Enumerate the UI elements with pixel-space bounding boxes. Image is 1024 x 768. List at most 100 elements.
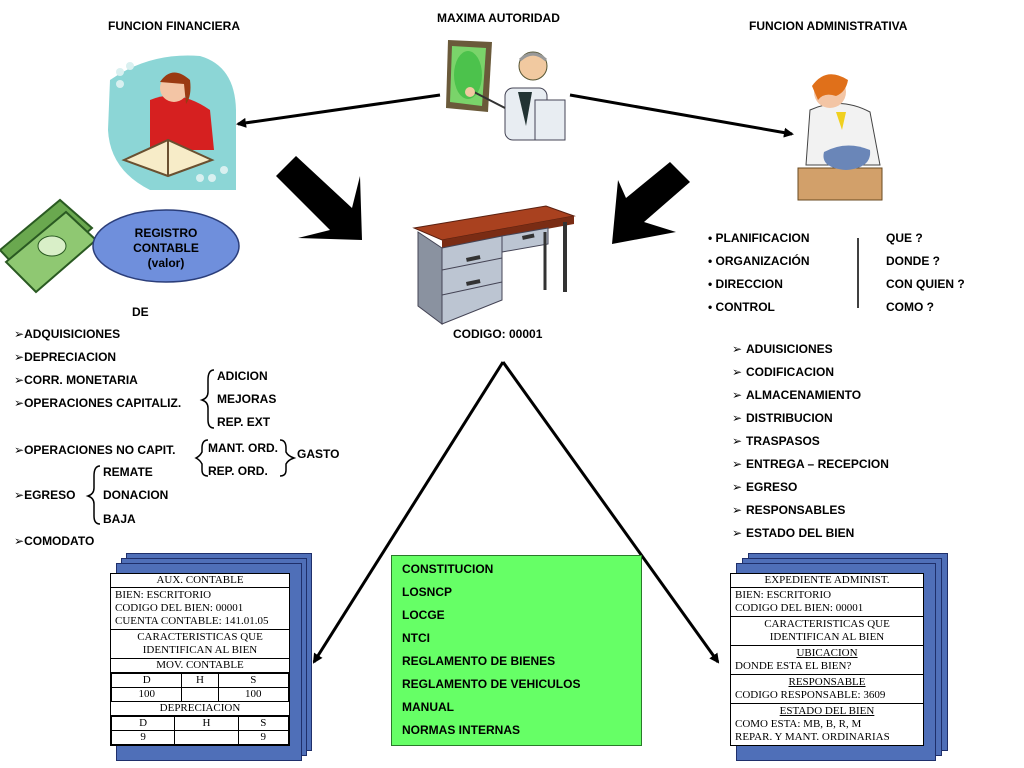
admin-illustration [797,74,883,201]
admin-func: • CONTROL [708,300,775,314]
legal-item: REGLAMENTO DE VEHICULOS [402,677,581,691]
exp-ubic-title: UBICACION [796,647,858,659]
header-maxima-autoridad: MAXIMA AUTORIDAD [437,11,560,25]
dot-bullet-icon: • [708,277,716,291]
admin-question: DONDE ? [886,254,940,268]
registro-line1: REGISTRO [134,226,198,240]
brace-nocapit-left [194,439,209,477]
brace-nocapit-right [279,439,297,477]
exp-ubicacion: UBICACION DONDE ESTA EL BIEN? [731,646,923,675]
aux-bien: BIEN: ESCRITORIO [115,589,212,601]
legal-item: REGLAMENTO DE BIENES [402,654,556,668]
fin-item: ➢DEPRECIACION [14,350,117,364]
exp-estado: ESTADO DEL BIEN COMO ESTA: MB, B, R, M R… [731,704,923,745]
exp-carac: CARACTERISTICAS QUE IDENTIFICAN AL BIEN [731,617,923,646]
arrow-bullet-icon: ➢ [732,480,743,494]
arrow-bullet-icon: ➢ [732,526,743,540]
header-funcion-financiera: FUNCION FINANCIERA [108,19,240,33]
legal-item: NORMAS INTERNAS [402,723,521,737]
col-h: H [181,673,219,688]
aux-carac1: CARACTERISTICAS QUE [137,631,263,643]
expediente-stack: EXPEDIENTE ADMINIST. BIEN: ESCRITORIO CO… [730,553,950,761]
admin-item: ➢ALMACENAMIENTO [732,388,862,402]
legal-item: NTCI [402,631,430,645]
fin-item: ➢EGRESO [14,488,76,502]
arrow-bullet-icon: ➢ [14,534,25,548]
arrow-bullet-icon: ➢ [14,396,25,410]
admin-func: • ORGANIZACIÓN [708,254,810,268]
dot-bullet-icon: • [708,300,716,314]
admin-item: ➢CODIFICACION [732,365,834,379]
admin-item: ➢ESTADO DEL BIEN [732,526,855,540]
mov-h [181,687,219,702]
egreso-sub-item: BAJA [103,512,136,526]
arrow-bullet-icon: ➢ [732,411,743,425]
dot-bullet-icon: • [708,254,716,268]
admin-item: ➢ADUISICIONES [732,342,833,356]
nocapit-sub-item: MANT. ORD. [208,441,278,455]
egreso-sub-item: DONACION [103,488,169,502]
aux-carac2: IDENTIFICAN AL BIEN [142,644,258,656]
admin-item: ➢ENTREGA – RECEPCION [732,457,889,471]
arrow-to-admin [569,93,794,138]
capitaliz-sub-item: MEJORAS [217,392,277,406]
exp-carac1: CARACTERISTICAS QUE [764,618,890,630]
col-s: S [217,673,290,688]
admin-question: QUE ? [886,231,923,245]
registro-line2: CONTABLE [133,241,199,255]
arrow-bullet-icon: ➢ [14,373,25,387]
brace-capitaliz [199,369,215,429]
admin-func: • PLANIFICACION [708,231,810,245]
exp-title: EXPEDIENTE ADMINIST. [731,574,923,588]
arrow-bullet-icon: ➢ [14,443,25,457]
aux-info: BIEN: ESCRITORIO CODIGO DEL BIEN: 00001 … [111,588,289,630]
money-illustration [0,198,98,294]
arrow-to-expediente [501,361,720,664]
fin-item: ➢OPERACIONES CAPITALIZ. [14,396,182,410]
arrow-bullet-icon: ➢ [732,503,743,517]
exp-bien: BIEN: ESCRITORIO [735,589,832,601]
egreso-sub-item: REMATE [103,465,153,479]
dep-d: 9 [110,730,176,745]
exp-como: COMO ESTA: MB, B, R, M [735,718,862,730]
aux-contable-doc: AUX. CONTABLE BIEN: ESCRITORIO CODIGO DE… [110,573,290,746]
admin-func: • DIRECCION [708,277,783,291]
block-arrow-right [612,162,690,244]
dep-h [174,730,239,745]
authority-illustration [446,40,566,141]
fin-item: ➢COMODATO [14,534,95,548]
exp-repar: REPAR. Y MANT. ORDINARIAS [735,731,890,743]
nocapit-sub-item: REP. ORD. [208,464,268,478]
exp-responsable: RESPONSABLE CODIGO RESPONSABLE: 3609 [731,675,923,704]
finance-illustration [108,55,236,190]
aux-carac: CARACTERISTICAS QUE IDENTIFICAN AL BIEN [111,630,289,659]
arrow-to-finance [236,93,441,128]
aux-dep-title: DEPRECIACION [111,702,289,716]
arrow-bullet-icon: ➢ [732,457,743,471]
codigo-label: CODIGO: 00001 [453,327,543,341]
admin-item: ➢RESPONSABLES [732,503,846,517]
fin-item: ➢ADQUISICIONES [14,327,121,341]
legal-item: MANUAL [402,700,454,714]
aux-title: AUX. CONTABLE [111,574,289,588]
mov-s: 100 [217,687,290,702]
header-funcion-administrativa: FUNCION ADMINISTRATIVA [749,19,908,33]
legal-item: CONSTITUCION [402,562,494,576]
admin-item: ➢TRASPASOS [732,434,820,448]
arrow-bullet-icon: ➢ [732,434,743,448]
exp-resp-title: RESPONSABLE [788,676,866,688]
arrow-bullet-icon: ➢ [732,342,743,356]
registro-line3: (valor) [147,256,185,270]
admin-question: COMO ? [886,300,934,314]
capitaliz-sub-item: REP. EXT [217,415,271,429]
col-s: S [237,716,290,731]
arrow-to-aux-contable [312,361,505,664]
expediente-doc: EXPEDIENTE ADMINIST. BIEN: ESCRITORIO CO… [730,573,924,746]
fin-item: ➢OPERACIONES NO CAPIT. [14,443,176,457]
dot-bullet-icon: • [708,231,716,245]
aux-mov-title: MOV. CONTABLE [111,659,289,673]
exp-donde: DONDE ESTA EL BIEN? [735,660,852,672]
arrow-bullet-icon: ➢ [14,327,25,341]
